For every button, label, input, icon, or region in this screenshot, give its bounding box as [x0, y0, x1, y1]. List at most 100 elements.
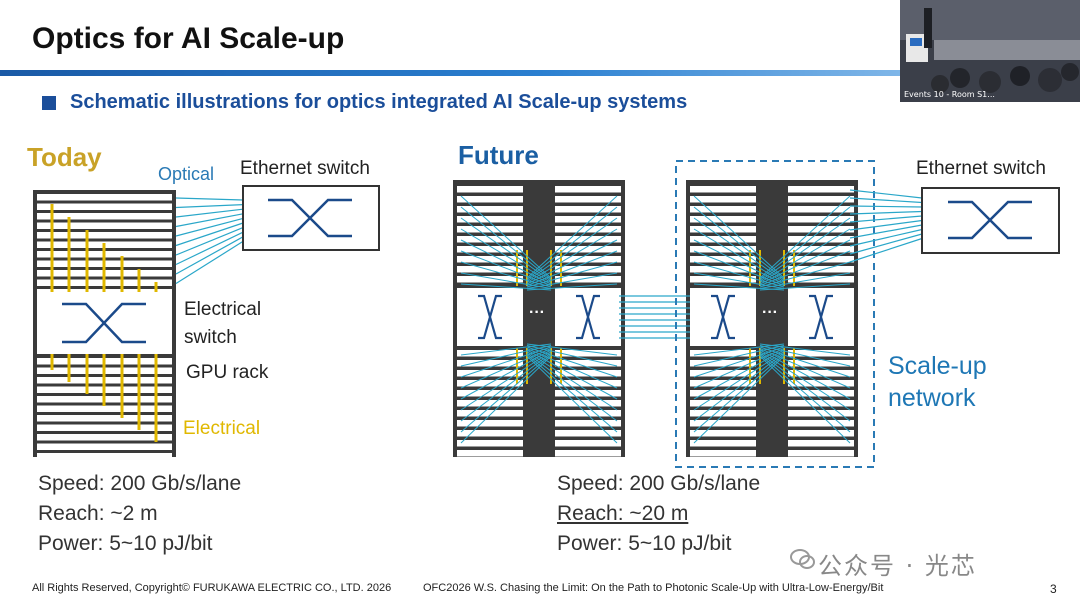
center-divider: [765, 300, 779, 336]
optical-label: Optical: [158, 164, 215, 184]
optical-line: [460, 345, 552, 367]
optical-line: [460, 261, 552, 288]
rack-slot: [37, 222, 172, 229]
optical-line: [460, 250, 552, 286]
rack-slot: [457, 400, 523, 407]
rack-2-ellipsis: ···: [762, 304, 778, 321]
optical-line: [759, 261, 851, 288]
future-power: Power: 5~10 pJ/bit: [557, 532, 732, 555]
optical-line: [175, 208, 244, 218]
optical-line: [175, 197, 244, 201]
rack-slot: [690, 350, 756, 357]
optical-line: [175, 240, 244, 285]
today-gpu-rack: [33, 190, 176, 460]
rack-1-ellipsis: ···: [529, 304, 545, 321]
title-rule: [0, 70, 900, 76]
optical-line: [526, 283, 618, 291]
rack-slot: [690, 216, 756, 223]
rack-slot: [690, 360, 756, 367]
rack-slot: [690, 370, 756, 377]
optical-line: [526, 250, 618, 286]
rack-slot: [457, 450, 523, 457]
today-optical-lines: [175, 197, 244, 285]
rack-slot: [555, 216, 621, 223]
rack-slot: [457, 410, 523, 417]
optical-line: [693, 349, 785, 400]
optical-line: [759, 206, 851, 280]
optical-line: [759, 348, 851, 389]
optical-line: [175, 217, 244, 237]
optical-line: [693, 206, 785, 280]
rack-slot: [457, 236, 523, 243]
optical-line: [175, 227, 244, 256]
optical-line: [693, 343, 785, 356]
optical-line: [175, 213, 244, 228]
rack-slot: [457, 390, 523, 397]
today-ethernet-switch-label: Ethernet switch: [240, 158, 370, 179]
rack-slot: [37, 203, 172, 210]
rack-slot: [555, 246, 621, 253]
rack-slot: [788, 196, 854, 203]
future-heading: Future: [458, 140, 539, 170]
future-ethernet-optical-lines: [849, 189, 923, 263]
optical-line: [526, 272, 618, 289]
optical-line: [693, 272, 785, 289]
rack-slot: [457, 430, 523, 437]
rack-slot: [690, 430, 756, 437]
optical-line: [759, 345, 851, 367]
today-speed: Speed: 200 Gb/s/lane: [38, 472, 242, 495]
rack-slot: [788, 276, 854, 283]
rack-slot: [457, 370, 523, 377]
optical-line: [693, 351, 785, 411]
rack-slot: [788, 216, 854, 223]
rack-slot: [457, 226, 523, 233]
optical-line: [460, 195, 552, 279]
switch-icon: [576, 294, 600, 340]
rack-slot: [37, 405, 172, 412]
rack-slot: [788, 390, 854, 397]
optical-line: [460, 346, 552, 378]
future-ethernet-switch-box: [921, 187, 1060, 254]
optical-line: [460, 354, 552, 433]
switch-icon: [478, 294, 502, 340]
optical-line: [693, 228, 785, 283]
rack-slot: [555, 256, 621, 263]
switch-icon: [809, 294, 833, 340]
rack-slot: [690, 400, 756, 407]
optical-line: [849, 237, 923, 263]
rack-slot: [37, 213, 172, 220]
rack-slot: [788, 410, 854, 417]
rack-slot: [555, 276, 621, 283]
optical-line: [759, 352, 851, 422]
optical-line: [759, 239, 851, 285]
optical-line: [175, 204, 244, 209]
rack-slot: [37, 443, 172, 450]
future-ethernet-switch-label: Ethernet switch: [916, 158, 1046, 179]
footer-copyright: All Rights Reserved, Copyright© FURUKAWA…: [32, 582, 392, 594]
optical-line: [526, 355, 618, 444]
rack-slot: [457, 420, 523, 427]
optical-line: [693, 239, 785, 285]
presenter-video: Events 10 - Room S1...: [900, 0, 1080, 102]
rack-slot: [37, 434, 172, 441]
rack-slot: [788, 206, 854, 213]
optical-line: [526, 351, 618, 411]
optical-line: [526, 345, 618, 367]
optical-line: [526, 343, 618, 356]
rack-slot: [690, 206, 756, 213]
rack-slot: [788, 246, 854, 253]
today-electrical-switch-icon: [62, 302, 146, 344]
electrical-label: Electrical: [183, 418, 261, 439]
rack-slot: [37, 453, 172, 460]
rack-slot: [690, 276, 756, 283]
optical-line: [175, 231, 244, 266]
future-reach: Reach: ~20 m: [557, 502, 689, 525]
optical-line: [693, 250, 785, 286]
rack-slot: [690, 186, 756, 193]
optical-line: [526, 349, 618, 400]
optical-line: [759, 228, 851, 283]
optical-line: [759, 346, 851, 378]
optical-line: [526, 261, 618, 288]
center-divider: [532, 300, 546, 336]
